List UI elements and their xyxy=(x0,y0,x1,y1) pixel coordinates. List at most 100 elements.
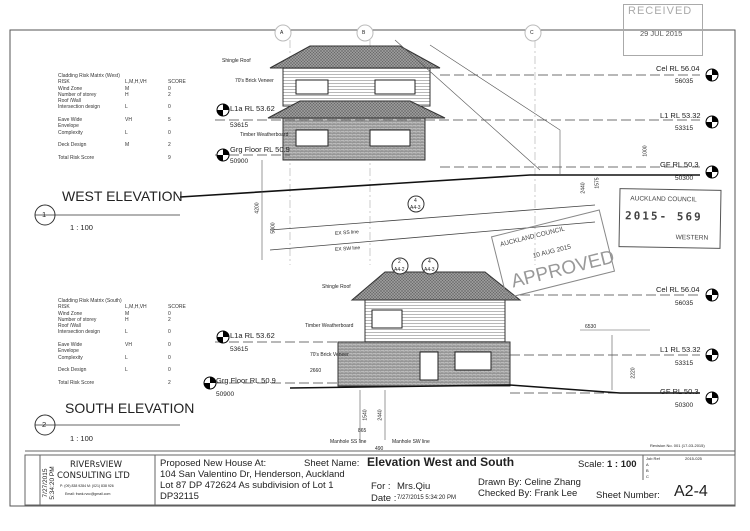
rev-row: C xyxy=(646,474,649,479)
level-label: Grg Floor RL 50.9 xyxy=(216,376,276,385)
date-label: Date : xyxy=(371,493,397,504)
level-label: GF RL 50.3 xyxy=(660,160,699,169)
note: Timber Weatherboard xyxy=(240,132,289,138)
client-name: Mrs.Qiu xyxy=(397,481,431,492)
matrix-cell: L xyxy=(125,354,128,361)
received-stamp: RECEIVED 29 JUL 2015 xyxy=(623,4,703,56)
matrix-cell: L,M,H,VH xyxy=(125,79,147,86)
matrix-cell: L xyxy=(125,129,128,136)
address-line: DP32115 xyxy=(160,491,199,502)
matrix-cell: RISK xyxy=(58,79,70,86)
dimension: 2440 xyxy=(377,409,384,421)
note: Shingle Roof xyxy=(222,58,251,64)
note: Manhole SS line xyxy=(330,439,367,445)
south-view-number: 2 xyxy=(42,420,47,429)
section-ref: A4-3 xyxy=(410,205,421,211)
section-number: 4 xyxy=(428,259,431,265)
level-value: 53315 xyxy=(675,125,694,132)
matrix-cell: M xyxy=(125,85,130,92)
level-value: 53615 xyxy=(230,346,249,353)
stamp-text: RECEIVED xyxy=(628,5,693,17)
company-name: RIVERsVIEW xyxy=(70,460,123,470)
matrix-cell: Deck Design xyxy=(58,367,87,374)
matrix-cell: SCORE xyxy=(168,79,186,86)
matrix-cell: L,M,H,VH xyxy=(125,304,147,311)
dimension: 1000 xyxy=(642,145,649,157)
matrix-cell: L xyxy=(125,329,128,336)
south-scale: 1 : 100 xyxy=(70,434,93,443)
level-label: GF RL 50.3 xyxy=(660,387,699,396)
matrix-cell: Deck Design xyxy=(58,142,87,149)
level-label: Cel RL 56.04 xyxy=(656,285,700,294)
matrix-cell: Roof /Wall xyxy=(58,98,81,105)
matrix-row: Intersection design L 0 xyxy=(58,329,186,335)
matrix-row: Total Risk Score 9 xyxy=(58,155,186,161)
matrix-row: Envelope xyxy=(58,123,186,129)
grid-label-a: A xyxy=(280,30,284,36)
matrix-row: Total Risk Score 2 xyxy=(58,380,186,386)
matrix-cell: Number of storey xyxy=(58,316,97,323)
level-label: Cel RL 56.04 xyxy=(656,64,700,73)
dimension: 2440 xyxy=(580,182,587,194)
matrix-row: RISK L,M,H,VH SCORE xyxy=(58,79,186,85)
project-label: Proposed New House At: xyxy=(160,458,267,469)
grid-label-c: C xyxy=(530,30,534,36)
level-value: 56035 xyxy=(675,78,694,85)
dimension: 1575 xyxy=(594,177,601,189)
address-line: Lot 87 DP 472624 As subdivision of Lot 1 xyxy=(160,480,334,491)
checked-by: Checked By: Frank Lee xyxy=(478,488,578,499)
level-value: 53615 xyxy=(230,122,249,129)
matrix-cell: Complexity xyxy=(58,129,83,136)
matrix-cell xyxy=(125,155,168,161)
dimension: 2660 xyxy=(310,368,322,374)
matrix-row: Roof /Wall xyxy=(58,323,186,329)
stamp-date: 29 JUL 2015 xyxy=(640,29,683,38)
matrix-cell: L xyxy=(125,367,128,374)
rev-row: B xyxy=(646,468,649,473)
note: 70's Brick Veneer xyxy=(310,352,349,358)
matrix-cell: Envelope xyxy=(58,123,79,130)
matrix-cell: 0 xyxy=(168,329,171,336)
matrix-cell: M xyxy=(125,310,130,317)
matrix-cell: 0 xyxy=(168,342,171,349)
level-value: 50900 xyxy=(230,158,249,165)
level-label: L1 RL 53.32 xyxy=(660,111,701,120)
section-ref: A4-3 xyxy=(424,267,435,273)
level-label: L1a RL 53.62 xyxy=(230,331,275,340)
scale-label: Scale: xyxy=(578,459,605,470)
dimension: 5000 xyxy=(270,222,277,234)
west-scale: 1 : 100 xyxy=(70,223,93,232)
company-contact: P: (09) 838 9284 M: (021) 838 926 xyxy=(60,484,114,488)
matrix-cell: Eave Wide xyxy=(58,117,83,124)
date-value: 7/27/2015 5:34:20 PM xyxy=(397,495,457,501)
west-elevation-title: WEST ELEVATION xyxy=(62,188,183,204)
matrix-cell: Total Risk Score xyxy=(58,154,95,161)
note: 70's Brick Veneer xyxy=(235,78,274,84)
note: Manhole SW line xyxy=(392,439,430,445)
matrix-cell: Wind Zone xyxy=(58,310,83,317)
job-ref-label: Job Ref xyxy=(646,456,660,461)
level-value: 56035 xyxy=(675,300,694,307)
matrix-cell: SCORE xyxy=(168,304,186,311)
dimension: 4200 xyxy=(254,202,261,214)
for-label: For : xyxy=(371,481,391,492)
matrix-row: Roof /Wall xyxy=(58,98,186,104)
matrix-cell: Intersection design xyxy=(58,329,100,336)
matrix-cell: Eave Wide xyxy=(58,342,83,349)
job-ref: 2015-025 xyxy=(685,456,702,461)
matrix-cell: 0 xyxy=(168,129,171,136)
stamp-office: WESTERN xyxy=(675,234,709,242)
dimension: 6530 xyxy=(585,324,597,330)
